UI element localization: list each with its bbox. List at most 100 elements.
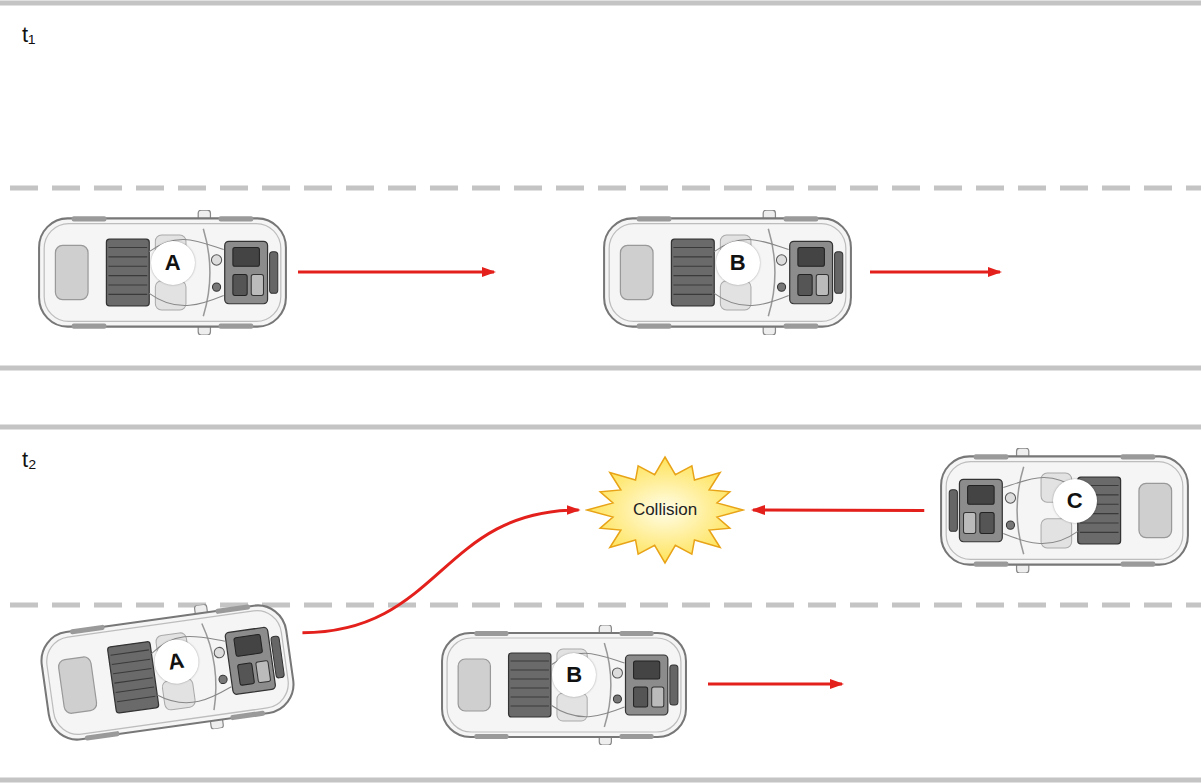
radiator [271,636,285,678]
collision-node: Collision [585,455,745,565]
car-body-inner [609,224,846,322]
motion-arrows [298,272,1000,684]
battery-stripe [511,688,549,689]
battery-stripe [110,650,148,655]
battery-stripe [511,697,549,698]
battery-pack [509,653,551,717]
wheel [637,324,672,329]
motion-arrow [870,271,1000,274]
battery-stripe [108,294,147,295]
engine-part [798,275,812,296]
engine-unit [225,241,268,304]
windshield [768,229,775,317]
wheel [72,324,107,329]
radiator [270,252,278,294]
battery-stripe [108,284,147,285]
battery-stripe [108,275,147,276]
road-edge [0,366,1201,371]
engine-part [634,687,648,707]
wheel [974,562,1009,567]
wiring [149,239,223,305]
road-edge [0,778,1201,783]
windshield [1017,467,1024,555]
rear-unit [58,656,98,714]
car-body [604,218,851,326]
rear-unit [620,245,653,299]
engine-part [234,634,263,656]
engine-unit [625,655,667,715]
wheel [219,216,254,221]
radiator [835,252,843,294]
car-body [38,602,298,744]
car-node: B [600,210,855,335]
wheel [70,625,105,635]
windshield [604,643,611,727]
battery-stripe [673,247,712,248]
motion-path-arrow [753,509,924,513]
car-body-inner [44,224,281,322]
engine-part [256,661,271,683]
engine-part [1006,521,1014,529]
engine-part [776,255,786,265]
car-letter: A [167,647,186,675]
engine-part [211,255,221,265]
car-label-circle: B [716,241,760,285]
battery-stripe [113,668,151,673]
battery-stripe [114,678,152,683]
engine-part [980,513,994,534]
engine-part [218,675,227,684]
car-body [941,456,1188,564]
engine-part [613,695,621,703]
rear-unit [1139,483,1172,537]
battery-pack [107,641,159,713]
car-body-inner [44,608,292,738]
starburst-shape [587,457,743,563]
collision-label: Collision [633,500,697,520]
engine-part [798,248,825,267]
wiring [714,239,788,305]
battery-stripe [108,247,147,248]
engine-part [964,513,976,534]
engine-part [816,275,828,296]
motion-path-arrow [302,510,578,633]
motion-arrow [298,271,494,274]
battery-stripe [673,294,712,295]
engine-part [251,275,263,296]
car-label-circle: C [1053,479,1097,523]
wheel [1121,562,1156,567]
radiator [949,490,957,532]
car-node: A [35,210,290,335]
battery-stripe [511,706,549,707]
rear-unit [458,659,490,711]
engine-unit [790,241,833,304]
lane-divider [10,603,1201,608]
battery-pack [106,239,149,306]
battery-stripe [117,696,155,701]
car-letter: A [165,250,181,276]
wiring [551,653,625,716]
car-letter: B [730,250,746,276]
battery-stripe [1080,532,1119,533]
wheel [619,631,653,636]
car-node: C [937,448,1192,573]
engine-part [612,668,622,678]
car-body [39,218,286,326]
road-lines [0,3,1201,780]
battery-pack [671,239,714,306]
engine-part [214,647,226,659]
battery-stripe [1080,522,1119,523]
engine-part [233,275,247,296]
road-edge [0,1,1201,6]
car-label-circle: A [151,241,195,285]
time-label: t₁ [22,22,36,48]
motion-arrow [708,683,842,686]
wheel [619,734,653,739]
car-letter: B [566,662,582,688]
wheel [637,216,672,221]
windshield [203,229,210,317]
battery-stripe [511,661,549,662]
wheel [215,604,250,614]
wheel [784,216,819,221]
wheel [474,631,508,636]
battery-stripe [112,659,150,664]
